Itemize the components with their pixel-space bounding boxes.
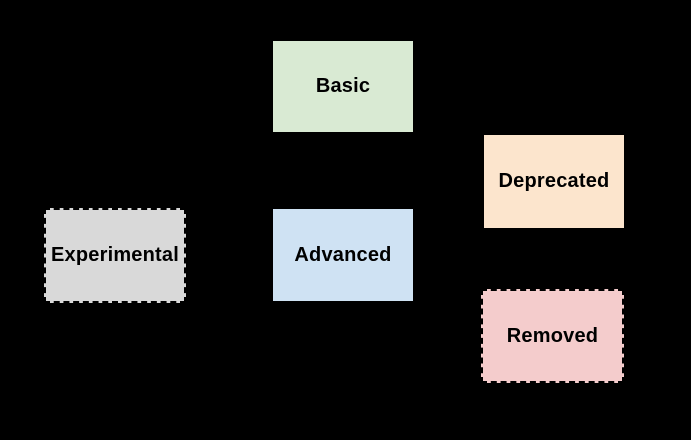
node-removed: Removed bbox=[481, 289, 624, 383]
node-basic-label: Basic bbox=[315, 75, 371, 97]
node-advanced-label: Advanced bbox=[294, 243, 392, 266]
node-removed-label: Removed bbox=[506, 324, 599, 347]
node-advanced: Advanced bbox=[273, 209, 413, 301]
node-experimental: Experimental bbox=[44, 208, 186, 303]
node-deprecated-label: Deprecated bbox=[498, 170, 610, 192]
node-experimental-label: Experimental bbox=[50, 244, 179, 266]
node-deprecated: Deprecated bbox=[484, 135, 624, 228]
node-basic: Basic bbox=[273, 41, 413, 132]
